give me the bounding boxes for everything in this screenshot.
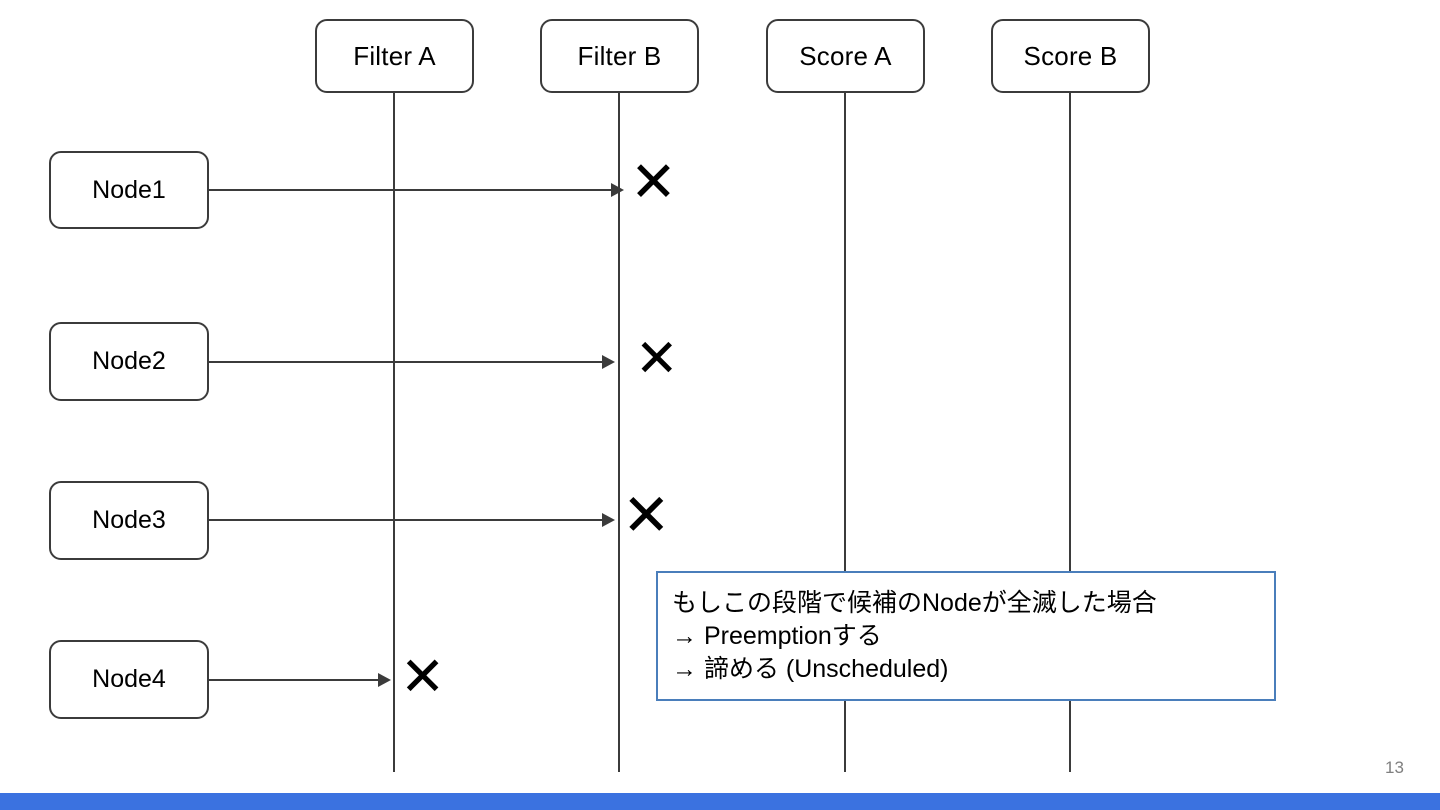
annotation-line-1: もしこの段階で候補のNodeが全滅した場合 — [672, 589, 1157, 617]
lane-header-score-a: Score A — [766, 19, 925, 93]
lane-header-filter-a: Filter A — [315, 19, 474, 93]
node-box-node3: Node3 — [49, 481, 209, 560]
node-label: Node3 — [92, 506, 166, 534]
reject-x-icon-node4: ✕ — [400, 645, 446, 708]
arrow-line-node3 — [209, 519, 602, 521]
node-box-node1: Node1 — [49, 151, 209, 229]
arrow-head-node2 — [602, 355, 615, 369]
node-box-node4: Node4 — [49, 640, 209, 719]
reject-x-icon-node1: ✕ — [630, 150, 677, 215]
lifeline-filter-a — [393, 93, 395, 772]
lifeline-score-b — [1069, 93, 1071, 772]
lane-header-label: Score B — [1023, 40, 1118, 71]
node-label: Node1 — [92, 175, 166, 204]
annotation-callout: もしこの段階で候補のNodeが全滅した場合 → Preemptionする → 諦… — [656, 571, 1276, 701]
lifeline-score-a — [844, 93, 846, 772]
annotation-line-2: → Preemptionする — [672, 622, 882, 650]
arrow-head-node1 — [611, 183, 624, 197]
lane-header-label: Filter B — [577, 40, 662, 71]
lane-header-label: Filter A — [353, 40, 436, 71]
arrow-line-node1 — [209, 189, 611, 191]
lane-header-score-b: Score B — [991, 19, 1150, 93]
node-label: Node4 — [92, 665, 166, 693]
arrow-line-node2 — [209, 361, 602, 363]
footer-accent-bar — [0, 793, 1440, 810]
arrow-head-node4 — [378, 673, 391, 687]
lane-header-filter-b: Filter B — [540, 19, 699, 93]
arrow-line-node4 — [209, 679, 378, 681]
arrow-head-node3 — [602, 513, 615, 527]
node-label: Node2 — [92, 347, 166, 375]
lifeline-filter-b — [618, 93, 620, 772]
lane-header-label: Score A — [799, 40, 892, 71]
page-number: 13 — [1385, 758, 1404, 777]
annotation-line-3: → 諦める (Unscheduled) — [672, 655, 949, 683]
node-box-node2: Node2 — [49, 322, 209, 401]
reject-x-icon-node2: ✕ — [635, 329, 679, 389]
reject-x-icon-node3: ✕ — [622, 481, 671, 549]
